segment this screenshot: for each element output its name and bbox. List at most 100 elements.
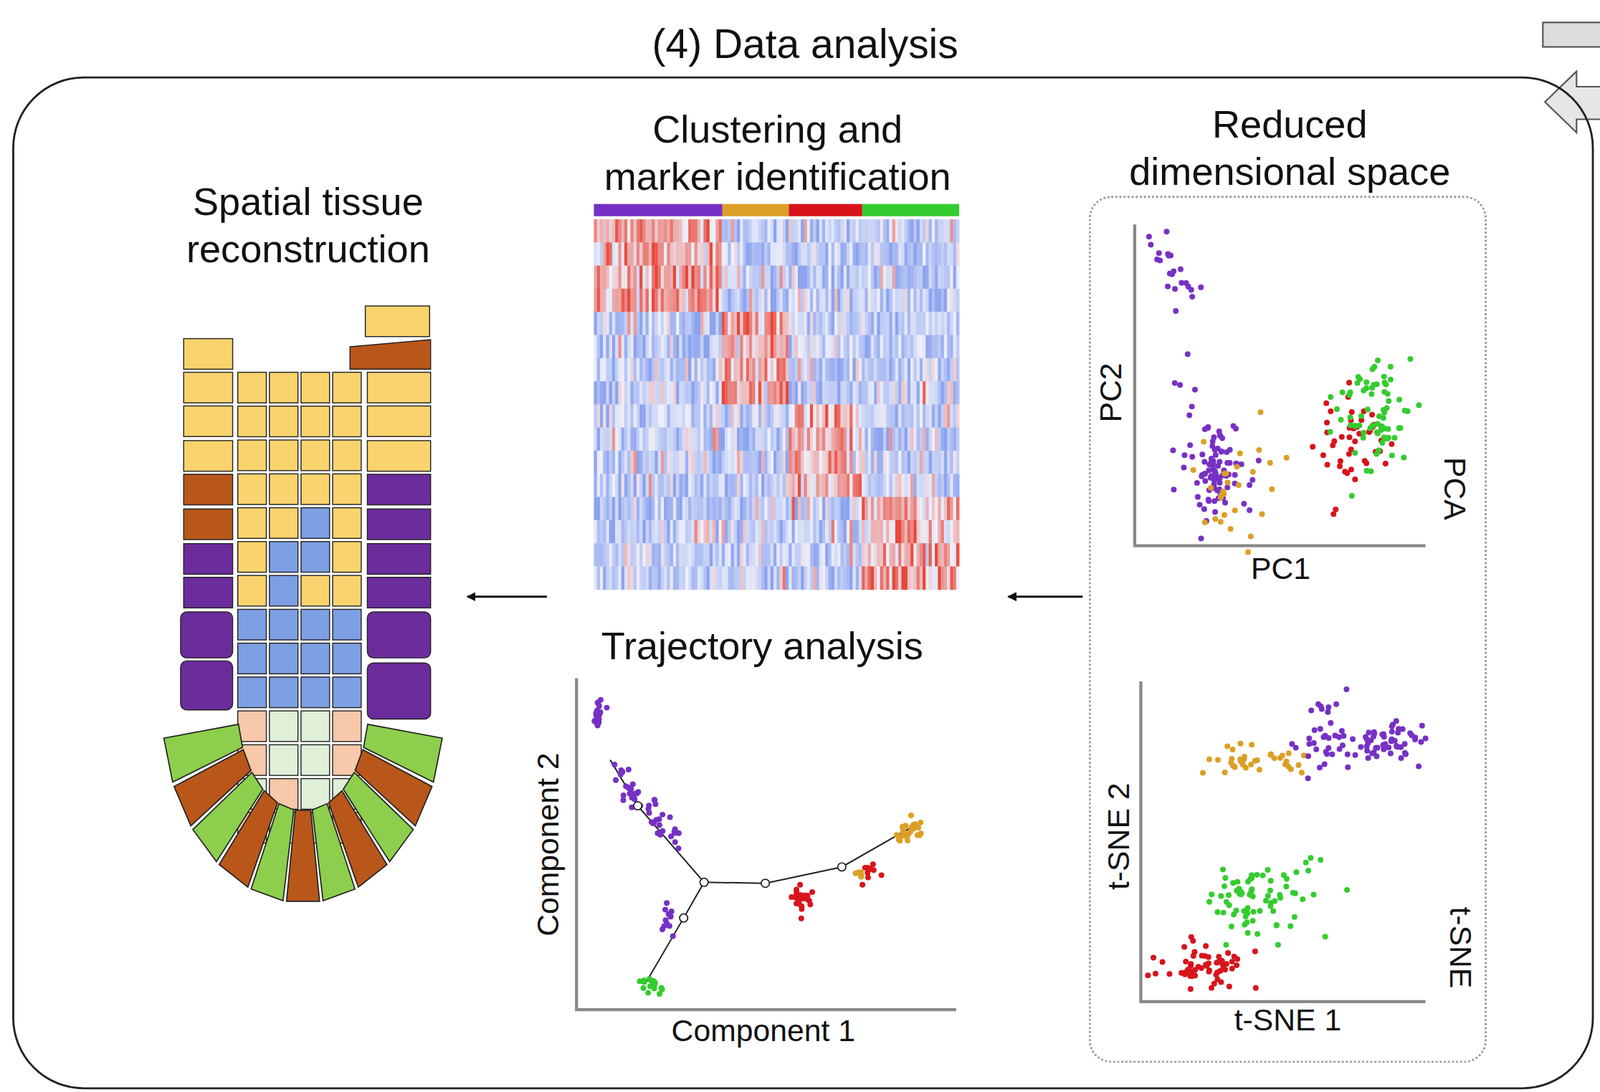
heatmap-cell — [953, 543, 957, 568]
heatmap-cell — [791, 358, 795, 383]
heatmap-cell — [834, 335, 838, 360]
heatmap-cell — [648, 358, 653, 383]
heatmap-cell — [673, 543, 677, 568]
heatmap-cell — [785, 520, 790, 545]
heatmap-cell — [688, 404, 692, 428]
heatmap-cell — [822, 473, 826, 498]
heatmap-cell — [724, 335, 729, 360]
heatmap-cell — [691, 404, 695, 428]
heatmap-cell — [868, 543, 872, 568]
tissue-cell — [269, 541, 299, 573]
heatmap-cell — [648, 288, 653, 313]
heatmap-cell — [617, 242, 622, 266]
heatmap-cell — [803, 358, 808, 383]
heatmap-cell — [724, 566, 729, 590]
heatmap-cell — [721, 335, 726, 360]
heatmap-cell — [675, 497, 680, 522]
tissue-cell — [367, 372, 431, 404]
heatmap-cell — [864, 358, 869, 383]
heatmap-cell — [815, 288, 820, 313]
tissue-cell — [301, 541, 330, 573]
heatmap-cell — [663, 543, 668, 568]
heatmap-cell — [636, 566, 641, 590]
heatmap-cell — [883, 358, 887, 383]
heatmap-cell — [913, 381, 917, 406]
heatmap-cell — [605, 335, 610, 360]
heatmap-cell — [944, 381, 948, 406]
heatmap-cell — [600, 288, 604, 313]
heatmap-cell — [904, 473, 909, 498]
heatmap-cell — [736, 450, 741, 475]
tissue-cell — [332, 711, 362, 742]
heatmap-cell — [929, 427, 933, 452]
heatmap-cell — [597, 219, 601, 244]
tissue-cell — [237, 711, 267, 742]
heatmap-cell — [743, 497, 747, 522]
heatmap-cell — [755, 404, 760, 428]
heatmap-cell — [739, 219, 744, 244]
heatmap-cell — [807, 450, 811, 475]
heatmap-cell — [709, 381, 714, 406]
heatmap-cell — [746, 427, 750, 452]
heatmap-cell — [788, 404, 793, 428]
heatmap-cell — [724, 288, 729, 313]
heatmap-cell — [736, 358, 741, 383]
heatmap-cell — [864, 311, 869, 336]
heatmap-cell — [797, 335, 802, 360]
heatmap-cell — [645, 311, 650, 336]
heatmap-cell — [639, 381, 644, 406]
heatmap-cell — [868, 288, 872, 313]
heatmap-cell — [658, 242, 662, 266]
heatmap-cell — [645, 335, 650, 360]
heatmap-cell — [888, 219, 893, 244]
heatmap-cell — [791, 335, 795, 360]
cluster-bar — [722, 204, 790, 217]
heatmap-cell — [703, 404, 707, 428]
heatmap-cell — [898, 311, 902, 336]
heatmap-cell — [837, 381, 841, 406]
heatmap-cell — [892, 450, 897, 475]
heatmap-cell — [864, 288, 869, 313]
tissue-map — [164, 306, 443, 902]
heatmap-cell — [773, 311, 778, 336]
heatmap-cell — [749, 497, 753, 522]
heatmap-cell — [734, 311, 738, 336]
heatmap-cell — [597, 311, 601, 336]
heatmap-cell — [868, 219, 872, 244]
heatmap-cell — [852, 265, 856, 290]
heatmap-cell — [682, 566, 687, 590]
heatmap-cell — [703, 311, 707, 336]
heatmap-cell — [791, 427, 795, 452]
heatmap-cell — [840, 473, 844, 498]
heatmap-cell — [605, 311, 610, 336]
heatmap-cell — [724, 497, 729, 522]
heatmap-cell — [627, 520, 631, 545]
heatmap-cell — [892, 497, 897, 522]
heatmap-cell — [907, 265, 912, 290]
heatmap-cell — [600, 520, 604, 545]
heatmap-cell — [678, 358, 683, 383]
heatmap-cell — [715, 473, 719, 498]
heatmap-cell — [624, 265, 628, 290]
heatmap-cell — [764, 404, 768, 428]
heatmap-cell — [883, 381, 887, 406]
heatmap-cell — [852, 311, 856, 336]
heatmap-cell — [819, 404, 823, 428]
heatmap-cell — [803, 473, 808, 498]
heatmap-cell — [758, 381, 763, 406]
heatmap-cell — [678, 381, 683, 406]
heatmap-cell — [837, 219, 841, 244]
heatmap-cell — [873, 473, 878, 498]
heatmap-cell — [648, 242, 653, 266]
heatmap-cell — [901, 497, 905, 522]
heatmap-cell — [593, 404, 598, 428]
heatmap-cell — [709, 335, 714, 360]
heatmap-cell — [654, 381, 659, 406]
heatmap-cell — [673, 242, 677, 266]
heatmap-cell — [827, 242, 832, 266]
heatmap-cell — [691, 381, 695, 406]
heatmap-cell — [868, 358, 872, 383]
heatmap-cell — [831, 242, 836, 266]
heatmap-cell — [593, 288, 598, 313]
heatmap-cell — [645, 427, 650, 452]
